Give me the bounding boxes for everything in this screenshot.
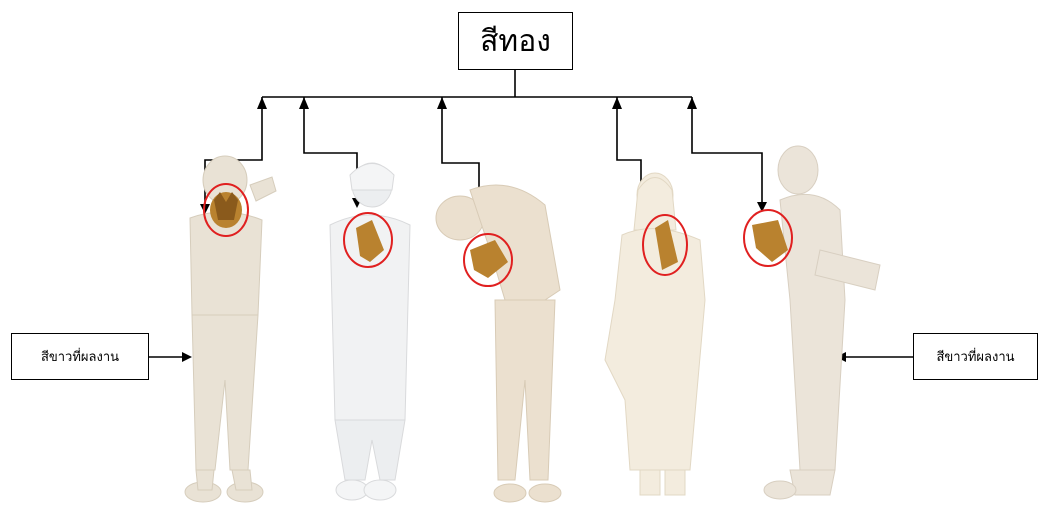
top-label-gold: สีทอง (458, 12, 573, 70)
right-label-white: สีขาวที่ผลงาน (913, 333, 1038, 380)
gold-hands-1 (210, 192, 242, 228)
figure-5 (764, 146, 880, 499)
figure-3 (436, 185, 561, 502)
bus-arrowheads (257, 97, 697, 109)
figure-4 (605, 173, 705, 495)
left-label-white: สีขาวที่ผลงาน (11, 333, 149, 380)
